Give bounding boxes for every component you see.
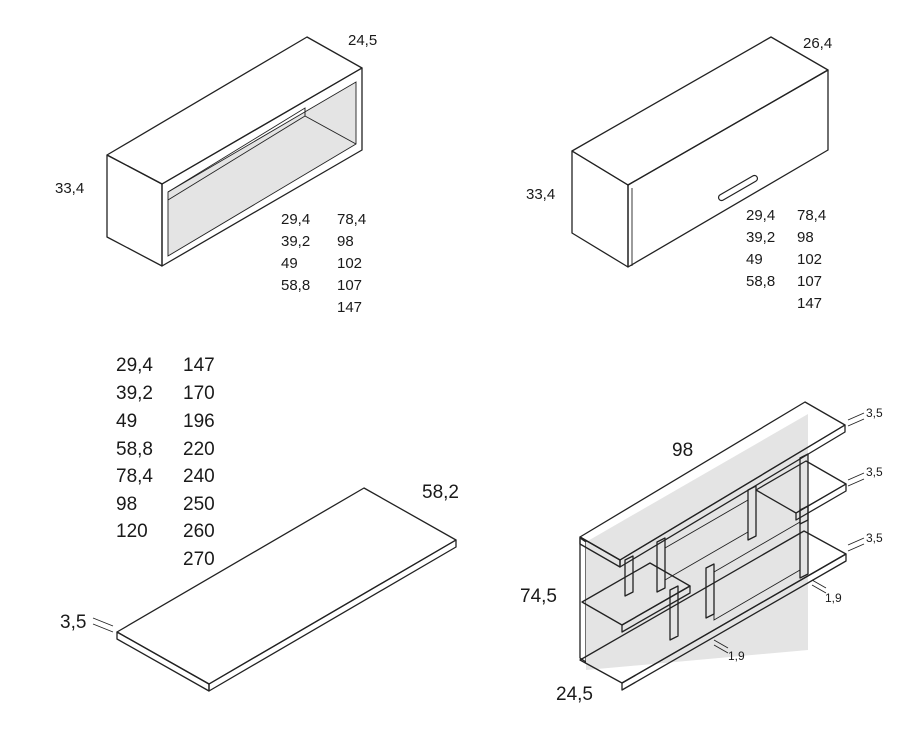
open-cabinet-size-b1: 78,4 xyxy=(337,211,366,228)
open-cabinet-size-b2: 98 xyxy=(337,233,354,250)
side-thickness-marker-1 xyxy=(811,579,827,594)
shelf-thickness-marker-3 xyxy=(847,537,865,552)
door-cabinet-size-b2: 98 xyxy=(797,229,814,246)
bookcase-depth: 24,5 xyxy=(556,684,593,705)
panel-size-a3: 49 xyxy=(116,411,137,432)
shelf-thickness-1: 3,5 xyxy=(866,406,883,420)
door-cabinet-size-b5: 147 xyxy=(797,295,822,312)
bookcase-height: 74,5 xyxy=(520,586,557,607)
door-cabinet-size-b1: 78,4 xyxy=(797,207,826,224)
panel-size-a7: 120 xyxy=(116,521,148,542)
door-cabinet-size-b4: 107 xyxy=(797,273,822,290)
panel-size-b7: 260 xyxy=(183,521,215,542)
open-cabinet-size-b5: 147 xyxy=(337,299,362,316)
panel-size-a2: 39,2 xyxy=(116,383,153,404)
shelf-thickness-marker-2 xyxy=(847,472,865,487)
panel-size-b6: 250 xyxy=(183,494,215,515)
panel-depth: 58,2 xyxy=(422,482,459,503)
bookcase-width: 98 xyxy=(672,440,693,461)
panel-size-b5: 240 xyxy=(183,466,215,487)
panel-size-b8: 270 xyxy=(183,549,215,570)
panel-thickness-marker xyxy=(92,617,114,633)
open-cabinet-size-a1: 29,4 xyxy=(281,211,310,228)
door-cabinet xyxy=(571,36,829,268)
shelf-thickness-marker-1 xyxy=(847,412,865,427)
door-cabinet-depth: 26,4 xyxy=(803,35,832,52)
panel-size-b1: 147 xyxy=(183,355,215,376)
door-cabinet-size-a1: 29,4 xyxy=(746,207,775,224)
panel-size-a1: 29,4 xyxy=(116,355,153,376)
open-cabinet-height: 33,4 xyxy=(55,180,84,197)
panel-size-a5: 78,4 xyxy=(116,466,153,487)
open-cabinet-size-b3: 102 xyxy=(337,255,362,272)
panel-size-a4: 58,8 xyxy=(116,439,153,460)
side-thickness-1: 1,9 xyxy=(825,591,842,605)
open-cabinet-size-a3: 49 xyxy=(281,255,298,272)
panel-thickness: 3,5 xyxy=(60,612,86,633)
door-cabinet-size-a3: 49 xyxy=(746,251,763,268)
door-cabinet-size-a4: 58,8 xyxy=(746,273,775,290)
open-cabinet xyxy=(106,36,363,267)
door-cabinet-size-a2: 39,2 xyxy=(746,229,775,246)
shelf-thickness-3: 3,5 xyxy=(866,531,883,545)
panel-size-b4: 220 xyxy=(183,439,215,460)
panel-size-a6: 98 xyxy=(116,494,137,515)
open-cabinet-size-b4: 107 xyxy=(337,277,362,294)
panel-size-b2: 170 xyxy=(183,383,215,404)
door-cabinet-size-b3: 102 xyxy=(797,251,822,268)
open-cabinet-size-a2: 39,2 xyxy=(281,233,310,250)
panel-size-b3: 196 xyxy=(183,411,215,432)
shelf-thickness-2: 3,5 xyxy=(866,465,883,479)
open-cabinet-depth: 24,5 xyxy=(348,32,377,49)
open-cabinet-size-a4: 58,8 xyxy=(281,277,310,294)
handle-icon xyxy=(717,174,759,202)
side-thickness-marker-2 xyxy=(713,639,729,654)
door-cabinet-height: 33,4 xyxy=(526,186,555,203)
bookcase xyxy=(579,401,847,691)
side-thickness-2: 1,9 xyxy=(728,649,745,663)
panel-shelf xyxy=(116,487,457,692)
